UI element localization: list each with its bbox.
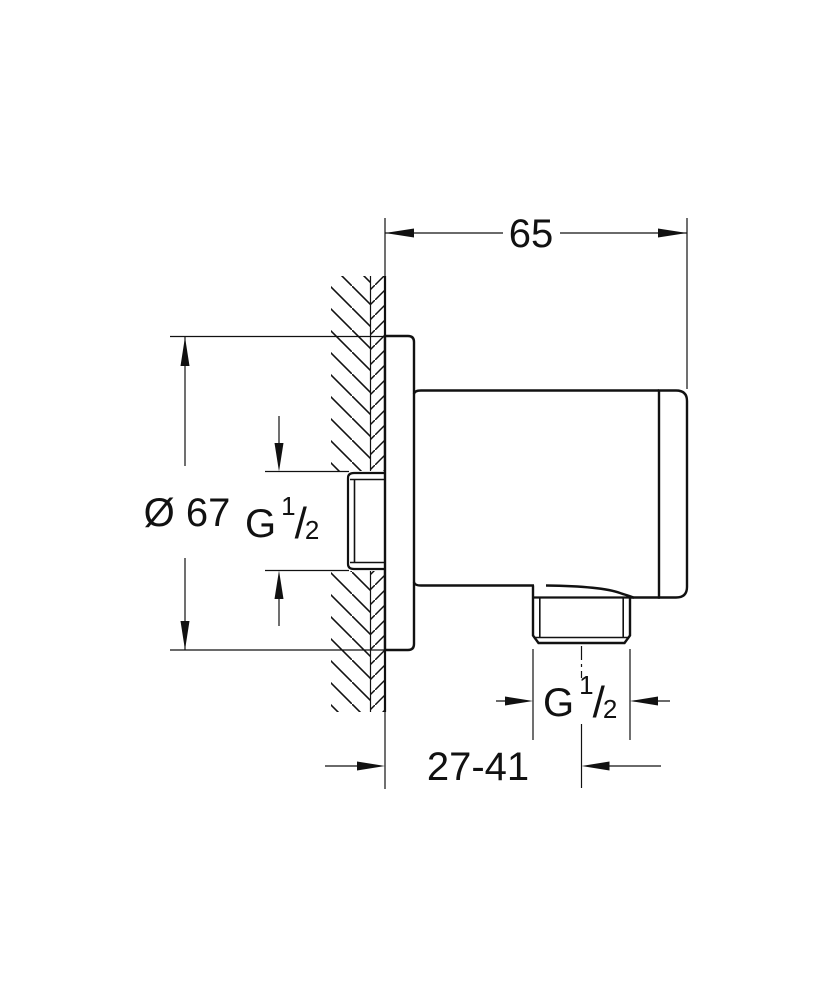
wall-hatch-masonry-upper xyxy=(331,276,370,471)
dim-inlet-arrow-down xyxy=(274,443,284,472)
outlet-nut-thread-lines xyxy=(534,598,629,639)
dim-outlet-arrow-left xyxy=(505,696,533,706)
inlet-thread-nipple xyxy=(346,471,385,571)
body-front-cap xyxy=(657,389,689,599)
dim-depth-range-label: 27-41 xyxy=(427,745,529,789)
dim-diameter-extension-lines xyxy=(170,335,385,651)
wall-hatch-finish-lower xyxy=(370,571,385,712)
dim-width-arrow-left xyxy=(385,228,414,238)
outlet-nut xyxy=(531,585,632,788)
dim-diameter-arrow-top xyxy=(180,337,190,366)
dim-depth-range: 27-41 xyxy=(325,745,661,789)
dim-depth-arrow-right xyxy=(581,761,610,771)
dim-depth-arrow-left xyxy=(357,761,385,771)
dim-width: 65 xyxy=(385,212,688,389)
dim-diameter-label: Ø 67 xyxy=(144,491,231,535)
inlet-nipple-thread-lines xyxy=(350,478,384,564)
body xyxy=(412,389,689,600)
dim-diameter-arrow-bottom xyxy=(180,621,190,650)
wall-hatch-masonry-lower xyxy=(331,571,370,712)
outlet-nut-outline xyxy=(531,585,632,645)
wall-hatch-finish-upper xyxy=(370,276,385,471)
dim-outlet-extension-lines xyxy=(532,649,631,740)
dim-width-label: 65 xyxy=(509,212,554,256)
escutcheon-plate xyxy=(383,334,416,652)
dim-outlet-arrow-right xyxy=(630,696,658,706)
inlet-nipple-outline xyxy=(346,471,385,571)
dim-inlet-arrow-up xyxy=(274,570,284,599)
dim-diameter: Ø 67 xyxy=(144,335,385,651)
body-bottom-edge-left xyxy=(412,581,534,587)
body-top-edge xyxy=(412,389,659,395)
dim-width-arrow-right xyxy=(658,228,687,238)
